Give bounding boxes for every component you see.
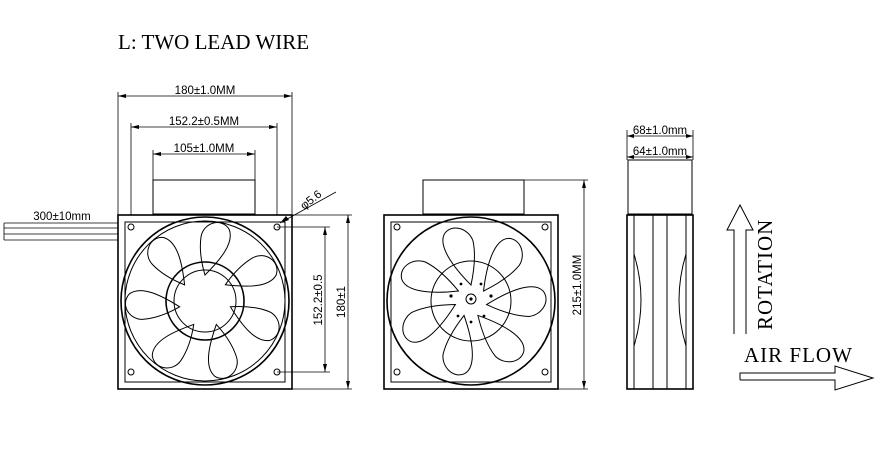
back-view: 215±1.0MM: [383, 179, 588, 390]
dim-width-overall: 180±1.0MM: [175, 85, 236, 97]
dim-hub-width: 105±1.0MM: [174, 143, 235, 155]
rotation-indicator: ROTATION: [726, 203, 777, 334]
drawing-title: L: TWO LEAD WIRE: [118, 30, 309, 54]
dim-hole-diameter: φ5.6: [298, 188, 324, 212]
dim-diagonal: 215±1.0MM: [572, 255, 584, 316]
dim-depth-frame: 64±1.0mm: [633, 146, 687, 158]
rotation-label: ROTATION: [753, 219, 777, 330]
airflow-label: AIR FLOW: [744, 343, 853, 367]
dim-height-overall: 180±1: [336, 286, 348, 318]
dim-depth-overall: 68±1.0mm: [633, 125, 687, 137]
dim-lead-wire: 300±10mm: [33, 211, 90, 223]
airflow-indicator: AIR FLOW: [739, 343, 875, 391]
dim-hole-spacing-horizontal: 152.2±0.5MM: [169, 116, 239, 128]
side-view: 68±1.0mm 64±1.0mm: [626, 125, 694, 390]
front-view: 180±1.0MM 152.2±0.5MM 105±1.0MM 300±10mm…: [3, 85, 352, 390]
dim-hole-spacing-vertical: 152.2±0.5: [313, 274, 325, 325]
